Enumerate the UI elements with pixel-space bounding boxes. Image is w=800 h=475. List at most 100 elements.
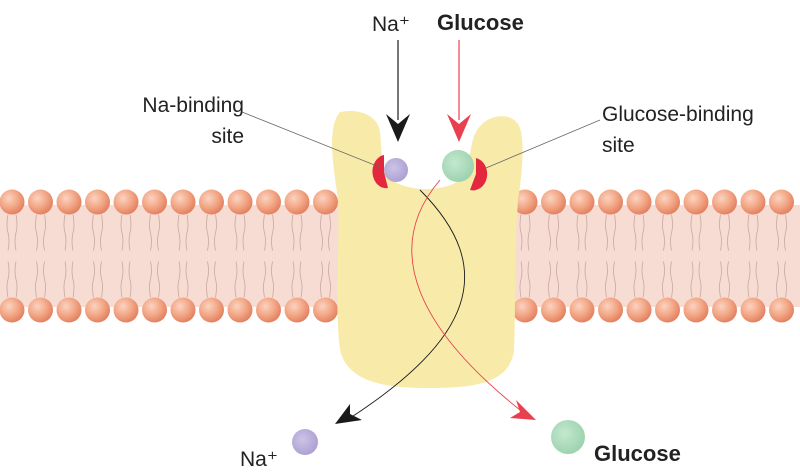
lipid-tail [519, 214, 523, 251]
lipid-tail [613, 214, 616, 251]
phospholipid-head [227, 189, 253, 215]
phospholipid-head [170, 297, 196, 323]
lipid-tail [662, 214, 665, 251]
lipid-tail [633, 214, 637, 251]
phospholipid-head [626, 189, 652, 215]
lipid-tail [641, 214, 645, 251]
lipid-tail [291, 261, 295, 298]
phospholipid-head [569, 189, 595, 215]
na-binding-site-label-line1: Na-binding [142, 94, 244, 117]
sodium-exit-arrowhead [335, 404, 362, 424]
phospholipid-head [512, 297, 538, 323]
lipid-tail [584, 261, 588, 298]
phospholipid-head [113, 297, 139, 323]
lipid-tail [100, 261, 103, 298]
lipid-tail [149, 261, 152, 298]
phospholipid-head [769, 189, 794, 215]
sodium-entry-arrowhead [386, 114, 410, 142]
glucose-site-leader-line [485, 119, 601, 169]
phospholipid-head [170, 189, 196, 215]
phospholipid-head [313, 297, 338, 323]
lipid-tail [576, 261, 580, 298]
phospholipid-head [626, 297, 652, 323]
lipid-tail [71, 214, 75, 251]
lipid-tail [120, 214, 124, 251]
glucose-molecule-bound [442, 150, 474, 182]
lipid-tail [206, 214, 209, 251]
lipid-tail [214, 214, 217, 251]
phospholipid-head [199, 297, 224, 323]
lipid-tail [242, 214, 246, 251]
lipid-tail [263, 214, 266, 251]
phospholipid-head [313, 189, 338, 215]
phospholipid-head [541, 189, 566, 215]
lipid-tail [719, 214, 722, 251]
lipid-tail [605, 261, 608, 298]
glucose-pathway-line [411, 179, 521, 411]
lipid-tail [641, 261, 645, 298]
lipid-tail [177, 261, 181, 298]
lipid-tail [633, 261, 637, 298]
lipid-tail [776, 261, 779, 298]
lipid-tail [291, 214, 295, 251]
lipid-tail [719, 261, 722, 298]
lipid-tail [63, 261, 67, 298]
lipid-tail [214, 261, 217, 298]
lipid-tail [690, 214, 694, 251]
lipid-tail [776, 214, 779, 251]
lipid-tail [14, 214, 18, 251]
phospholipid-head [113, 189, 139, 215]
phospholipid-head [655, 189, 680, 215]
lipid-tail [576, 214, 580, 251]
lipid-tail [727, 214, 730, 251]
lipid-tail [271, 261, 274, 298]
phospholipid-head [683, 189, 709, 215]
phospholipid-head [683, 297, 709, 323]
phospholipid-heads-outer-leaflet [0, 189, 794, 215]
lipid-tail [527, 261, 531, 298]
phospholipid-head [0, 189, 25, 215]
glucose-molecule-released [551, 420, 585, 454]
lipid-tail [328, 214, 331, 251]
lipid-tail [670, 214, 673, 251]
lipid-tail [128, 261, 132, 298]
lipid-tail [149, 214, 152, 251]
phospholipid-head [712, 297, 737, 323]
transporter-protein [332, 110, 523, 389]
lipid-tail [206, 261, 209, 298]
phospholipid-head [227, 297, 253, 323]
lipid-tail [185, 214, 189, 251]
phospholipid-head [28, 189, 53, 215]
phospholipid-head [598, 189, 623, 215]
sodium-pathway-line [349, 189, 466, 419]
lipid-tail [613, 261, 616, 298]
phospholipid-head [569, 297, 595, 323]
phospholipid-head [28, 297, 53, 323]
sodium-ion-released [292, 429, 318, 455]
phospholipid-head [256, 297, 281, 323]
glucose-binding-site-label-line2: site [602, 134, 635, 157]
lipid-tail [690, 261, 694, 298]
glucose-label-bottom: Glucose [594, 441, 681, 466]
lipid-tail [263, 261, 266, 298]
lipid-tail [320, 261, 323, 298]
lipid-tail [747, 214, 751, 251]
glucose-entry-arrowhead [447, 114, 471, 142]
phospholipid-head [142, 297, 167, 323]
lipid-tail [556, 261, 559, 298]
lipid-tail [556, 214, 559, 251]
lipid-tail [35, 261, 38, 298]
lipid-tail [157, 214, 160, 251]
lipid-tail [43, 214, 46, 251]
lipid-tail [299, 261, 303, 298]
phospholipid-head [142, 189, 167, 215]
glucose-exit-arrowhead [510, 400, 536, 420]
phospholipid-head [85, 189, 110, 215]
na-binding-site [372, 155, 388, 189]
lipid-tail [527, 214, 531, 251]
lipid-tail [6, 261, 10, 298]
phospholipid-head [541, 297, 566, 323]
lipid-tail [177, 214, 181, 251]
lipid-tail [584, 214, 588, 251]
